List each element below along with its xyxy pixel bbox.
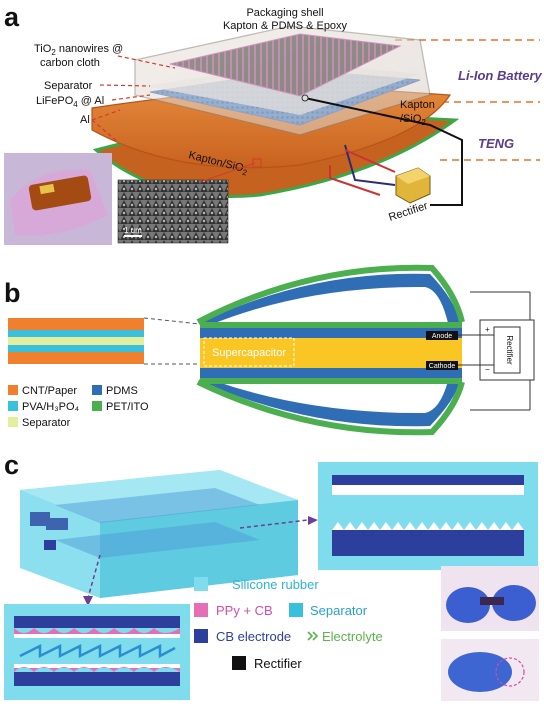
plus-sign: + — [485, 325, 490, 334]
silicone-device-3d — [20, 470, 298, 598]
panel-c: c — [4, 450, 539, 701]
legend-swatch-pdms — [92, 385, 102, 395]
separator-label: Separator — [44, 80, 93, 92]
top-arch — [200, 273, 460, 323]
electrode-tab-bottom — [44, 540, 56, 550]
electrolyte-icon — [307, 631, 319, 641]
layer-stack-left — [8, 318, 144, 364]
packaging-material-label: Kapton & PDMS & Epoxy — [223, 20, 348, 32]
bottom-arch-green — [196, 379, 465, 436]
cross-section-upper — [318, 462, 538, 570]
label-pointers — [91, 55, 176, 143]
legend-label-pet: PET/ITO — [106, 401, 149, 413]
lifepo4-label: LiFePO4 @ Al — [36, 95, 104, 109]
legend-b: CNT/Paper PDMS PVA/H₃PO₄ PET/ITO Separat… — [8, 385, 149, 429]
device-photo-inset — [4, 153, 112, 245]
legend-swatch-separator-c — [289, 603, 303, 617]
al-label: Al — [80, 114, 90, 126]
kapton-sio2-right-label: /SiO2 — [400, 113, 426, 127]
legend-swatch-cnt — [8, 385, 18, 395]
arrowhead-right — [308, 516, 318, 525]
legend-swatch-separator — [8, 417, 18, 427]
legend-label-silicone: Silicone rubber — [232, 577, 319, 592]
legend-c: Silicone rubber PPy + CB Separator CB el… — [194, 577, 383, 671]
scale-bar-label: 1 um — [124, 226, 142, 235]
legend-swatch-pva — [8, 401, 18, 411]
zoom-dashes — [143, 317, 201, 365]
packaging-shell — [134, 25, 431, 136]
legend-label-rectifier: Rectifier — [254, 656, 302, 671]
panel-b-letter: b — [4, 278, 21, 308]
legend-swatch-pet — [92, 401, 102, 411]
kapton-right-label: Kapton — [400, 99, 435, 111]
bottom-arch — [200, 381, 460, 427]
sem-region-marker — [252, 158, 262, 168]
carbon-cloth-label: carbon cloth — [40, 57, 100, 69]
panel-c-letter: c — [4, 450, 19, 480]
legend-label-cnt: CNT/Paper — [22, 385, 77, 397]
twist-photo — [441, 639, 539, 701]
legend-swatch-silicone — [194, 577, 208, 591]
li-ion-battery-label: Li-Ion Battery — [458, 68, 543, 83]
legend-label-cb: CB electrode — [216, 629, 291, 644]
legend-label-separator: Separator — [22, 417, 71, 429]
supercapacitor-label: Supercapacitor — [212, 347, 286, 359]
rectifier-component — [395, 167, 431, 204]
anode-terminal — [426, 331, 458, 340]
legend-label-separator-c: Separator — [310, 603, 368, 618]
sem-image-inset: 1 um — [117, 158, 262, 244]
panel-b: b Supercapacitor Anode — [4, 264, 535, 436]
electrode-tab-top — [30, 512, 50, 526]
electrolyte-zigzag — [19, 643, 176, 659]
sem-pointer — [199, 162, 256, 183]
anode-label: Anode — [432, 333, 452, 340]
rectifier-circuit-b — [458, 291, 535, 411]
legend-label-pva: PVA/H₃PO₄ — [22, 401, 80, 413]
minus-sign: − — [485, 365, 490, 374]
legend-swatch-rectifier — [232, 656, 246, 670]
teng-label: TENG — [478, 136, 514, 151]
arrowhead-down — [83, 596, 93, 606]
legend-label-pdms: PDMS — [106, 385, 138, 397]
electrode-tab-mid — [46, 518, 68, 530]
cathode-label: Cathode — [429, 363, 456, 370]
rectifier-box-b — [493, 326, 521, 374]
rectifier-label-a: Rectifier — [387, 200, 429, 224]
supercapacitor-region — [203, 337, 295, 367]
top-arch-green — [196, 264, 465, 325]
stretch-photo — [441, 566, 539, 631]
supercapacitor-stack — [200, 322, 462, 384]
zoom-arrows-c — [87, 519, 309, 599]
cathode-terminal — [426, 361, 458, 370]
packaging-shell-label: Packaging shell — [246, 7, 323, 19]
legend-label-electrolyte: Electrolyte — [322, 629, 383, 644]
circuit-wires — [304, 97, 463, 206]
rectifier-label-b: Rectifier — [505, 335, 514, 365]
tio2-label: TiO2 nanowires @ — [34, 43, 123, 57]
panel-a: a Packaging sh — [4, 2, 543, 245]
cross-section-lower — [4, 604, 190, 700]
legend-label-ppy: PPy + CB — [216, 603, 273, 618]
panel-a-letter: a — [4, 2, 20, 32]
battery-terminal — [301, 94, 309, 102]
legend-swatch-ppy — [194, 603, 208, 617]
legend-swatch-cb — [194, 629, 208, 643]
